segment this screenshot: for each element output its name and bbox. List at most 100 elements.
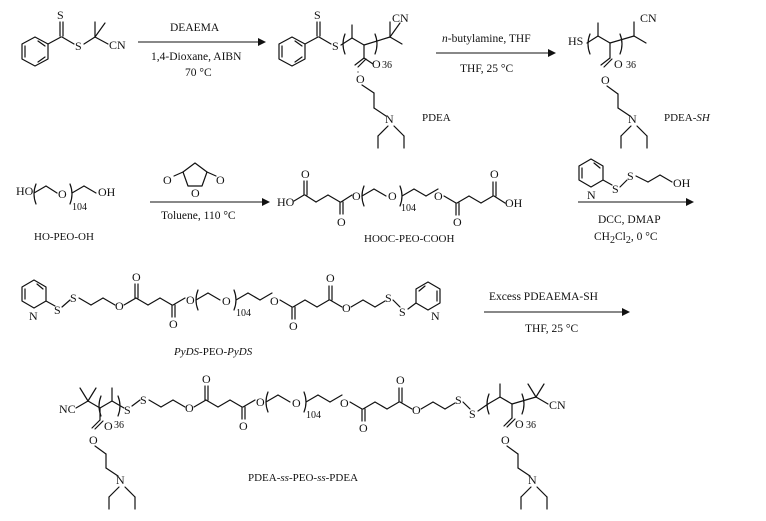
disulfide-s2-reagent: S <box>627 169 634 183</box>
peo-dp-104: 104 <box>72 202 87 213</box>
reaction-arrow-5: Excess PDEAEMA-SH THF, 25 °C <box>484 291 630 335</box>
final-carbonyl-o-4: O <box>396 373 405 387</box>
thioether-sulfur-label: S <box>75 39 82 53</box>
final-right-dp-36: 36 <box>526 420 536 431</box>
thiol-label: HS <box>568 34 583 48</box>
final-right-amine-n: N <box>528 473 537 487</box>
peo-ether-o: O <box>58 187 67 201</box>
disulfide-s2-right: S <box>399 305 406 319</box>
pdea-sh-side-o: O <box>601 73 610 87</box>
label-pdea-sh: PDEA-SH <box>664 112 711 124</box>
final-left-nitrile: NC <box>59 402 76 416</box>
final-carbonyl-o-2: O <box>239 419 248 433</box>
reagent-butylamine: n-butylamine, THF <box>442 33 531 45</box>
final-ester-o-2: O <box>256 395 265 409</box>
thione-sulfur-label: S <box>57 8 64 22</box>
pyds-carbonyl-o-4: O <box>326 271 335 285</box>
acid-oh-right: OH <box>505 196 523 210</box>
pyds-peo-ether-o: O <box>222 294 231 308</box>
ester-o-right: O <box>434 189 443 203</box>
pyds-ester-o-4: O <box>342 301 351 315</box>
pdea-sh-structure: HS O 36 CN O N PDEA-SH <box>568 11 711 149</box>
anhydride-ring-o: O <box>191 186 200 200</box>
pyds-ester-o-3: O <box>270 294 279 308</box>
final-ester-o-3: O <box>340 396 349 410</box>
ho-peo-oh-structure: HO O 104 OH HO-PEO-OH <box>16 183 116 243</box>
pyds-carbonyl-o-2: O <box>169 317 178 331</box>
pdea-thioether-sulfur: S <box>332 39 339 53</box>
peo-ho-label: HO <box>16 184 34 198</box>
final-right-nitrile: CN <box>549 398 566 412</box>
pdea-dp-36: 36 <box>382 60 392 71</box>
hooc-peo-dp-104: 104 <box>401 203 416 214</box>
final-left-side-o: O <box>89 433 98 447</box>
raft-agent-structure: S S CN <box>21 8 126 67</box>
pdea-ester-o: O <box>372 57 381 71</box>
reagent-hydroxyl: OH <box>673 176 691 190</box>
label-final-product: PDEA-ss-PEO-ss-PDEA <box>248 472 358 484</box>
final-left-ester-o: O <box>104 419 113 433</box>
pdea-sh-dp-36: 36 <box>626 60 636 71</box>
reaction-arrow-3: O O O Toluene, 110 °C <box>150 162 270 222</box>
acid-carbonyl-o-left: O <box>301 167 310 181</box>
hooc-peo-cooh-structure: HO O O O O 104 O O O OH HOOC-PEO-CO <box>277 167 523 245</box>
reaction-arrow-4: N S S OH DCC, DMAP CH2Cl2, 0 °C <box>578 158 694 246</box>
reaction-arrow-2: n-butylamine, THF THF, 25 °C <box>436 33 556 75</box>
conditions-toluene-110c: Toluene, 110 °C <box>161 210 236 222</box>
label-pdea: PDEA <box>422 112 451 124</box>
acid-carbonyl-o-right: O <box>490 167 499 181</box>
final-s2: S <box>140 393 147 407</box>
final-carbonyl-o-1: O <box>202 372 211 386</box>
label-hooc-peo-cooh: HOOC-PEO-COOH <box>364 233 455 245</box>
final-s4: S <box>469 407 476 421</box>
ester-o-left: O <box>352 189 361 203</box>
final-peo-dp-104: 104 <box>306 410 321 421</box>
pyds-ester-o-2: O <box>186 293 195 307</box>
hooc-peo-ether-o: O <box>388 189 397 203</box>
final-left-amine-n: N <box>116 473 125 487</box>
final-ester-o-1: O <box>185 401 194 415</box>
acid-ho-left: HO <box>277 195 295 209</box>
final-peo-ether-o: O <box>292 396 301 410</box>
disulfide-s2-left: S <box>70 291 77 305</box>
disulfide-s1-right: S <box>385 291 392 305</box>
reaction-arrow-1: DEAEMA 1,4-Dioxane, AIBN 70 °C <box>138 22 266 79</box>
pyridine-n-left: N <box>29 309 38 323</box>
pyridine-n-right: N <box>431 309 440 323</box>
conditions-ch2cl2-0c: CH2Cl2, 0 °C <box>594 231 658 246</box>
final-product-structure: NC O 36 S S O O O O O <box>59 372 566 510</box>
ester-carbonyl-o-left: O <box>337 215 346 229</box>
pyds-carbonyl-o-3: O <box>289 319 298 333</box>
final-carbonyl-o-3: O <box>359 421 368 435</box>
ester-carbonyl-o-right: O <box>453 215 462 229</box>
pyds-ester-o-1: O <box>115 299 124 313</box>
pyridyl-disulfide-ethanol-structure: N S S OH <box>578 158 691 202</box>
pdea-sh-ester-o: O <box>614 57 623 71</box>
final-s3: S <box>455 393 462 407</box>
pyds-peo-dp-104: 104 <box>236 308 251 319</box>
pdea-nitrile: CN <box>392 11 409 25</box>
conditions-temperature-70: 70 °C <box>185 67 212 79</box>
final-right-ester-o: O <box>515 417 524 431</box>
nitrile-label: CN <box>109 38 126 52</box>
final-s1: S <box>124 403 131 417</box>
conditions-thf-25c-final: THF, 25 °C <box>525 323 579 335</box>
final-ester-o-4: O <box>412 403 421 417</box>
conditions-solvent-initiator: 1,4-Dioxane, AIBN <box>151 51 242 63</box>
disulfide-s1-reagent: S <box>612 182 619 196</box>
reagent-excess-pdeaema-sh: Excess PDEAEMA-SH <box>489 291 598 303</box>
conditions-dcc-dmap: DCC, DMAP <box>598 214 661 226</box>
final-right-side-o: O <box>501 433 510 447</box>
pdea-sh-nitrile: CN <box>640 11 657 25</box>
conditions-thf-25c: THF, 25 °C <box>460 63 514 75</box>
anhydride-carbonyl-o-left: O <box>163 173 172 187</box>
pyds-carbonyl-o-1: O <box>132 270 141 284</box>
pdea-amine-n: N <box>385 112 394 126</box>
succinic-anhydride-structure: O O O <box>163 162 225 200</box>
reagent-deaema: DEAEMA <box>170 22 220 34</box>
final-left-dp-36: 36 <box>114 420 124 431</box>
label-ho-peo-oh: HO-PEO-OH <box>34 231 94 243</box>
anhydride-carbonyl-o-right: O <box>216 173 225 187</box>
pdea-side-o: O <box>356 72 365 86</box>
